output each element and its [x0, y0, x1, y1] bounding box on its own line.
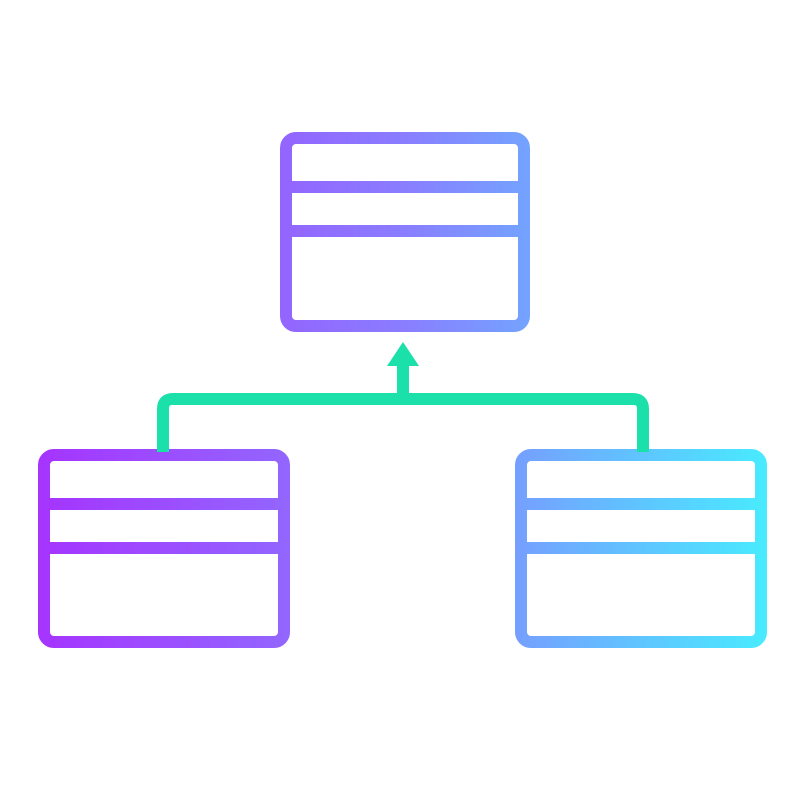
- child-class-box-left: [38, 449, 290, 648]
- arrow-head-icon: [387, 342, 419, 366]
- child-class-box-right: [515, 449, 767, 648]
- parent-class-box: [280, 132, 530, 332]
- connector-line: [157, 393, 649, 452]
- inheritance-connector: [157, 342, 649, 452]
